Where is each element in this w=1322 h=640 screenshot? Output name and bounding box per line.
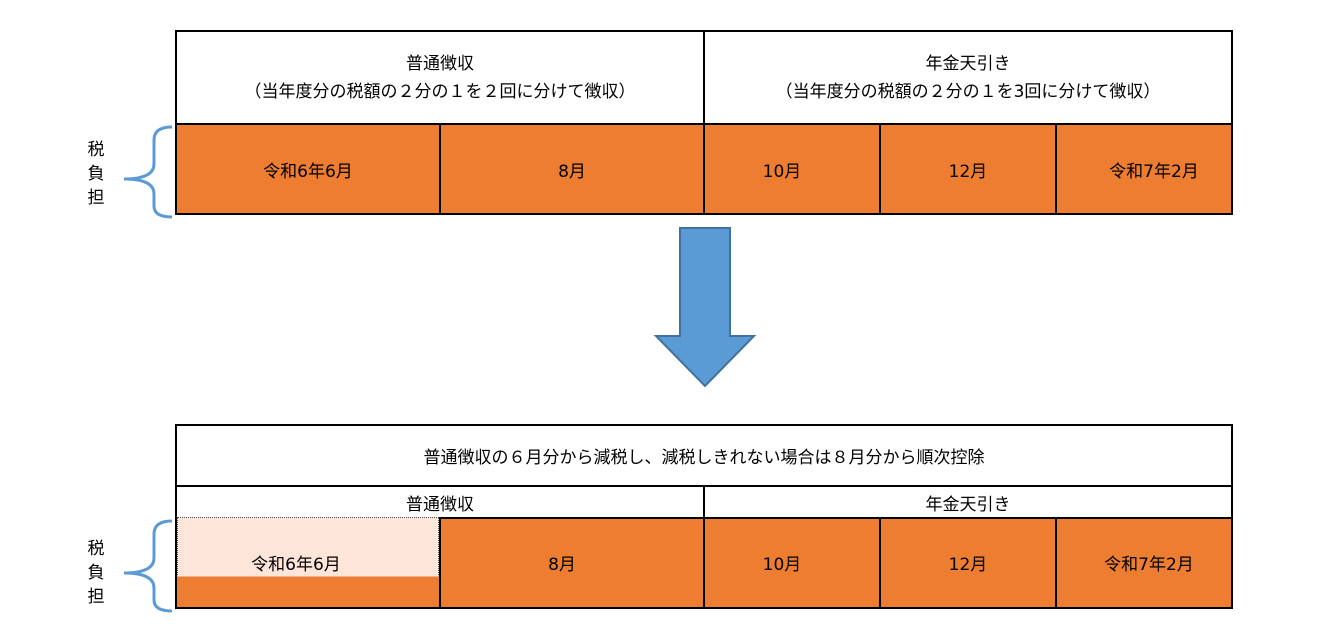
bottom-cell-december: 12月 [948, 554, 988, 575]
top-brace-icon [123, 125, 173, 219]
top-header-right: 年金天引き （当年度分の税額の２分の１を3回に分けて徴収） [705, 32, 1231, 123]
top-header-divider [703, 30, 705, 125]
top-header-left: 普通徴収 （当年度分の税額の２分の１を２回に分けて徴収） [177, 32, 703, 123]
bottom-cell-divider-3 [879, 517, 881, 609]
bottom-subheader-divider [703, 485, 705, 519]
bottom-banner: 普通徴収の６月分から減税し、減税しきれない場合は８月分から順次控除 [423, 448, 985, 468]
bottom-side-label-char-1: 税 [87, 539, 105, 559]
bottom-subheader-right: 年金天引き [925, 494, 1011, 515]
bottom-cell-june: 令和6年6月 [251, 554, 341, 575]
top-cell-divider-4 [1055, 123, 1057, 215]
top-header-left-title: 普通徴収 [406, 53, 474, 74]
top-cell-february: 令和7年2月 [1109, 161, 1199, 182]
bottom-cell-divider-4 [1055, 517, 1057, 609]
bottom-side-label-char-2: 負 [87, 563, 105, 583]
top-cell-divider-3 [879, 123, 881, 215]
bottom-cell-august: 8月 [548, 554, 576, 575]
top-side-label-char-2: 負 [87, 164, 105, 184]
down-arrow-icon [653, 227, 757, 388]
top-cell-june: 令和6年6月 [263, 161, 353, 182]
top-side-label: 税 負 担 [84, 138, 108, 210]
top-cell-divider-1 [439, 123, 441, 215]
top-header-right-title: 年金天引き [925, 53, 1011, 74]
top-cell-december: 12月 [948, 161, 988, 182]
top-cell-august: 8月 [558, 161, 586, 182]
top-cell-divider-2 [703, 123, 705, 215]
bottom-cell-divider-1 [439, 517, 441, 609]
bottom-cell-february: 令和7年2月 [1104, 554, 1194, 575]
bottom-subheader-left: 普通徴収 [406, 494, 474, 515]
bottom-reduced-bottom-line [177, 576, 439, 577]
bottom-side-label: 税 負 担 [84, 537, 108, 609]
top-side-label-char-3: 担 [87, 188, 105, 208]
bottom-side-label-char-3: 担 [87, 587, 105, 607]
top-header-left-subtitle: （当年度分の税額の２分の１を２回に分けて徴収） [244, 81, 636, 102]
bottom-cell-divider-2 [703, 517, 705, 609]
top-cell-october: 10月 [762, 161, 802, 182]
top-side-label-char-1: 税 [87, 140, 105, 160]
top-header-right-subtitle: （当年度分の税額の２分の１を3回に分けて徴収） [775, 81, 1161, 102]
bottom-brace-icon [123, 519, 173, 613]
bottom-cell-october: 10月 [762, 554, 802, 575]
bottom-reduced-area [177, 517, 439, 577]
